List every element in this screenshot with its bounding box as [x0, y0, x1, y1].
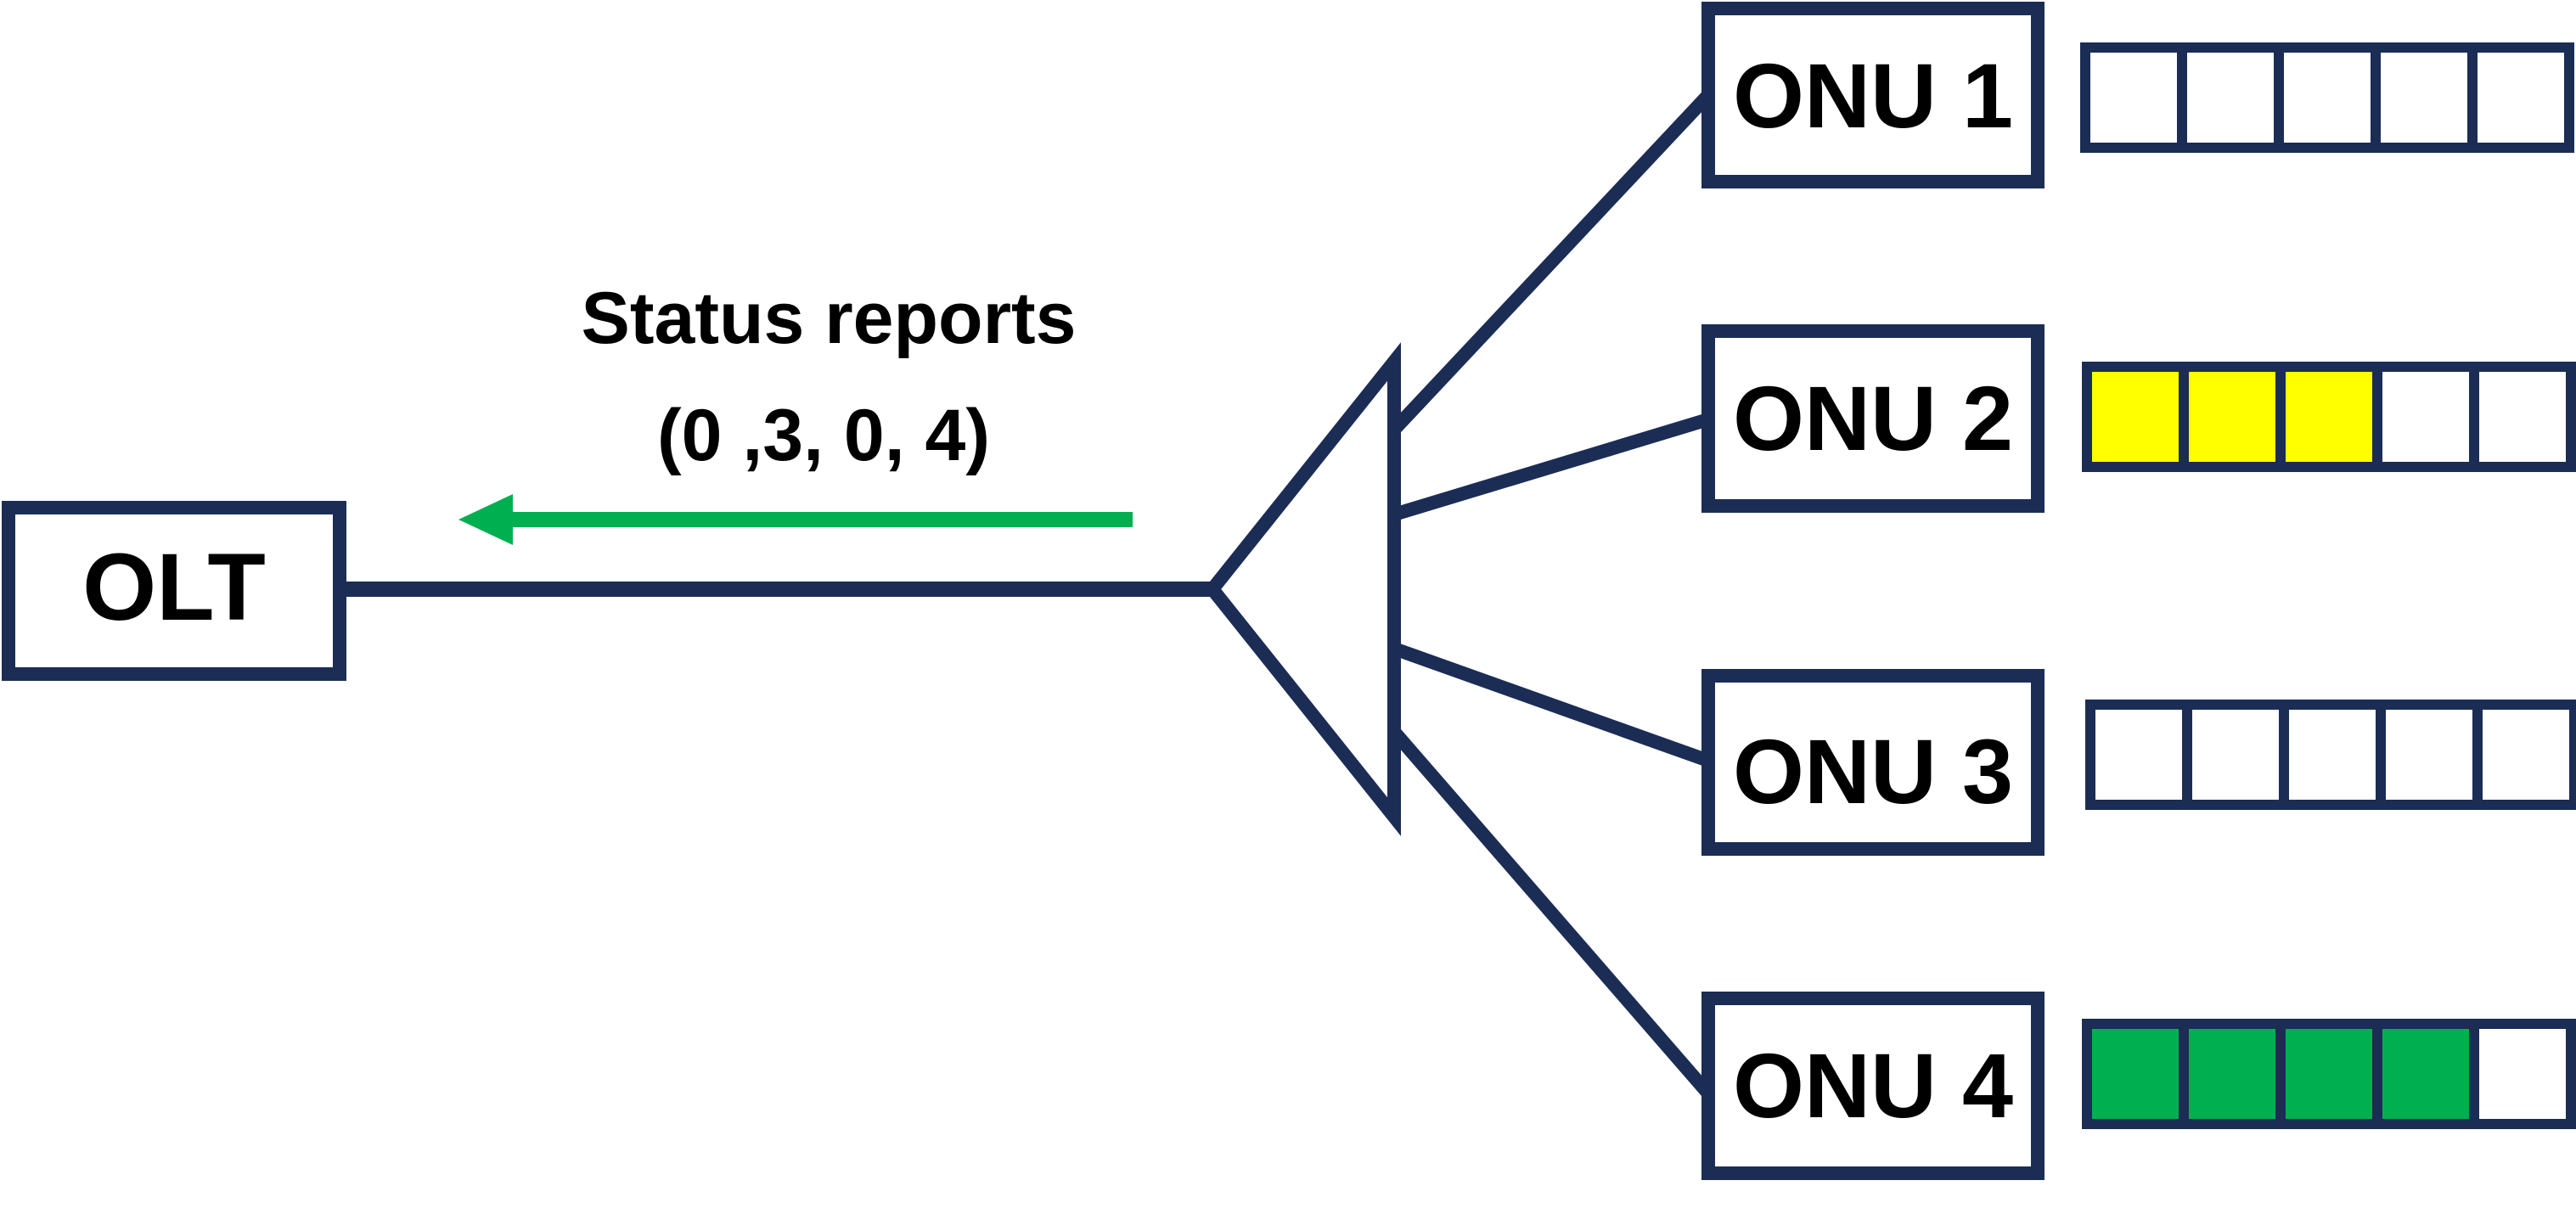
branch-fiber-onu4 — [1388, 727, 1714, 1099]
status-annotation: Status reports (0 ,3, 0, 4) — [581, 278, 1076, 476]
annotation-line1: Status reports — [581, 278, 1076, 359]
onu-queue — [2080, 42, 2574, 153]
onu-queue — [2085, 700, 2576, 810]
queue-slot-empty — [2085, 700, 2192, 810]
olt-label: OLT — [82, 534, 266, 640]
onu-label: ONU 2 — [1733, 367, 2013, 469]
queue-slot-empty — [2177, 42, 2284, 153]
queue-slot-empty — [2274, 42, 2381, 153]
onu-box — [1701, 669, 2044, 856]
status-report-arrow — [458, 494, 1133, 545]
branch-fiber-onu3 — [1392, 642, 1711, 767]
onu-label: ONU 4 — [1733, 1034, 2013, 1137]
queue-slot-filled — [2179, 362, 2286, 472]
branch-fiber-onu2 — [1392, 413, 1711, 521]
queue-slot-filled — [2179, 1019, 2286, 1129]
queue-slot-filled — [2275, 362, 2382, 472]
annotation-line2: (0 ,3, 0, 4) — [657, 395, 990, 476]
arrow-head-icon — [458, 494, 513, 545]
onu-node-1: ONU 1 — [1701, 2, 2574, 188]
onu-label: ONU 1 — [1733, 44, 2013, 147]
queue-slot-empty — [2469, 362, 2576, 472]
onu-node-4: ONU 4 — [1701, 992, 2576, 1180]
onu-node-3: ONU 3 — [1701, 669, 2576, 856]
onu-queue — [2082, 1019, 2576, 1129]
queue-slot-empty — [2372, 362, 2479, 472]
queue-slot-filled — [2082, 362, 2189, 472]
queue-slot-empty — [2376, 700, 2483, 810]
onu-box — [1701, 2, 2044, 188]
onu-label: ONU 3 — [1733, 720, 2013, 823]
queue-slot-empty — [2472, 700, 2576, 810]
triangle-splitter-icon — [1203, 342, 1401, 836]
olt-box — [2, 501, 346, 681]
queue-slot-empty — [2182, 700, 2289, 810]
queue-slot-empty — [2279, 700, 2386, 810]
branch-fibers — [1388, 90, 1714, 1099]
queue-slot-empty — [2080, 42, 2187, 153]
queue-slot-empty — [2467, 42, 2574, 153]
queue-slot-filled — [2082, 1019, 2189, 1129]
onu-node-2: ONU 2 — [1701, 324, 2576, 513]
branch-fiber-onu1 — [1389, 90, 1713, 435]
queue-slot-empty — [2469, 1019, 2576, 1129]
olt-node: OLT — [2, 501, 346, 681]
queue-slot-filled — [2372, 1019, 2479, 1129]
queue-slot-filled — [2275, 1019, 2382, 1129]
onu-queue — [2082, 362, 2576, 472]
queue-slot-empty — [2371, 42, 2478, 153]
onu-box — [1701, 324, 2044, 513]
onu-box — [1701, 992, 2044, 1180]
